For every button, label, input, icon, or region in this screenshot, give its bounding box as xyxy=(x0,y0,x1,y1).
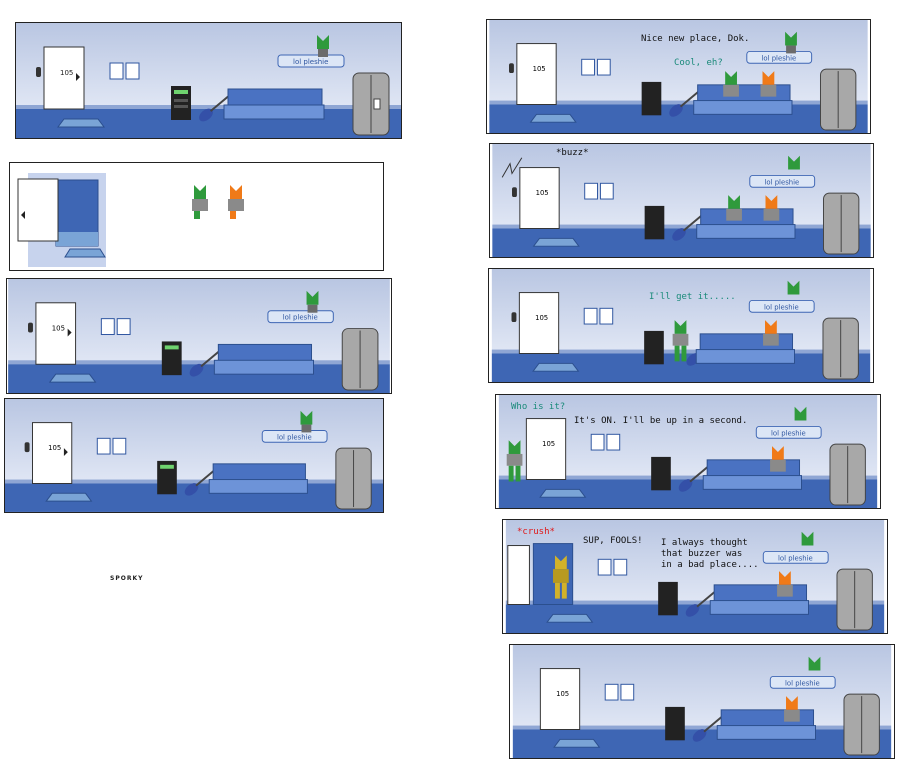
room-scene: 105 lol pleshie xyxy=(5,399,383,512)
green-character xyxy=(192,185,208,219)
gold-character xyxy=(553,555,569,599)
svg-text:lol pleshie: lol pleshie xyxy=(293,58,328,66)
panel-3-hallway xyxy=(9,162,384,271)
speech-nice-place: Nice new place, Dok. xyxy=(641,34,750,44)
room-scene: 105 lol pleshie xyxy=(489,20,868,133)
room-scene: 105 lol pleshie xyxy=(498,395,878,508)
intercom-buzzer xyxy=(36,67,41,77)
panel-8: 105 lol pleshie xyxy=(509,644,895,759)
speech-its-on: It's ON. I'll be up in a second. xyxy=(574,416,748,426)
svg-text:105: 105 xyxy=(536,189,549,197)
room-scene: 105 lol pleshie xyxy=(491,269,871,382)
svg-text:lol pleshie: lol pleshie xyxy=(762,54,797,62)
svg-text:lol pleshie: lol pleshie xyxy=(764,303,799,311)
svg-text:lol pleshie: lol pleshie xyxy=(785,679,820,687)
svg-text:lol pleshie: lol pleshie xyxy=(771,429,806,437)
svg-text:105: 105 xyxy=(533,65,546,73)
speech-who-is-it: Who is it? xyxy=(511,402,566,412)
fridge xyxy=(352,72,390,136)
svg-text:105: 105 xyxy=(52,325,65,333)
poster xyxy=(109,62,124,80)
room-scene: 105 lol pleshie xyxy=(16,23,401,138)
signature: SPORKY xyxy=(110,575,144,582)
svg-text:105: 105 xyxy=(535,314,548,322)
speech-ill-get-it: I'll get it..... xyxy=(649,292,736,302)
sign xyxy=(277,54,345,68)
svg-text:105: 105 xyxy=(556,690,569,698)
door-number: 105 xyxy=(60,69,73,77)
svg-text:105: 105 xyxy=(48,444,61,452)
room-scene: 105 lol pleshie xyxy=(8,279,390,393)
orange-character xyxy=(760,71,777,97)
svg-text:lol pleshie: lol pleshie xyxy=(283,314,318,322)
green-plushie xyxy=(317,35,329,57)
couch xyxy=(223,88,325,120)
panel-6-left: 105 lol pleshie xyxy=(4,398,384,513)
room-scene: lol pleshie xyxy=(505,520,885,633)
sound-buzz: *buzz* xyxy=(556,148,589,158)
svg-text:lol pleshie: lol pleshie xyxy=(277,433,312,441)
panel-1: 105 lol pleshie xyxy=(15,22,402,139)
room-scene: 105 lol pleshie xyxy=(512,645,892,758)
orange-character xyxy=(228,185,244,219)
panel-5-right: 105 lol pleshie xyxy=(488,268,874,383)
room-scene: 105 lol pleshie xyxy=(492,144,871,257)
panel-5-left: 105 lol pleshie xyxy=(6,278,392,394)
doormat xyxy=(57,118,105,128)
hallway-scene xyxy=(17,173,244,267)
panel-2: 105 lol pleshie xyxy=(486,19,871,134)
panel-4-buzz: 105 lol pleshie xyxy=(489,143,874,258)
speech-sup-fools: SUP, FOOLS! xyxy=(583,536,643,546)
sound-crush: *crush* xyxy=(517,527,555,537)
svg-text:lol pleshie: lol pleshie xyxy=(778,554,813,562)
svg-text:lol pleshie: lol pleshie xyxy=(765,178,800,186)
panel-7-crush: lol pleshie xyxy=(502,519,888,634)
speech-buzzer-bad-place: I always thought that buzzer was in a ba… xyxy=(661,538,759,570)
amp xyxy=(171,86,191,120)
panel-6-right: 105 lol pleshie xyxy=(495,394,881,509)
guitar xyxy=(199,94,230,122)
speech-cool-eh: Cool, eh? xyxy=(674,58,723,68)
svg-text:105: 105 xyxy=(542,440,555,448)
green-character xyxy=(723,71,739,97)
